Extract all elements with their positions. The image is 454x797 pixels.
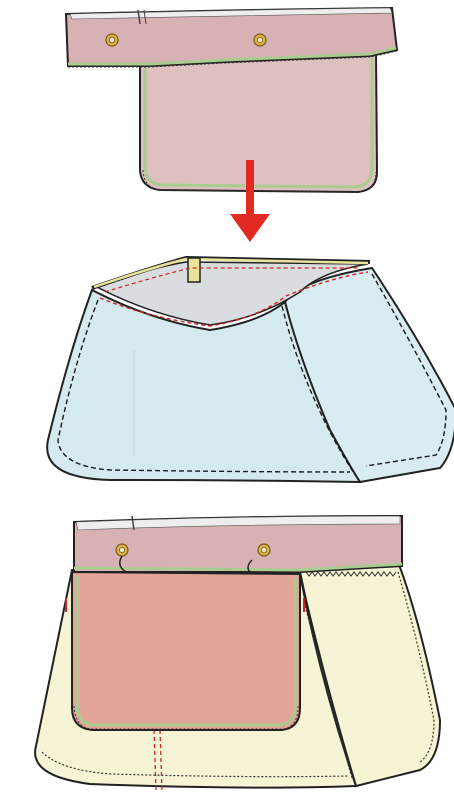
step-3-assembled-bag xyxy=(35,516,440,790)
step-1-flap-and-band xyxy=(66,8,397,192)
flap-panel xyxy=(140,52,377,192)
bag-flap-panel xyxy=(72,572,300,730)
step-2-bag-body xyxy=(47,258,454,482)
grommet-right xyxy=(254,34,266,46)
grommet-left xyxy=(106,34,118,46)
body-tab xyxy=(188,258,200,282)
